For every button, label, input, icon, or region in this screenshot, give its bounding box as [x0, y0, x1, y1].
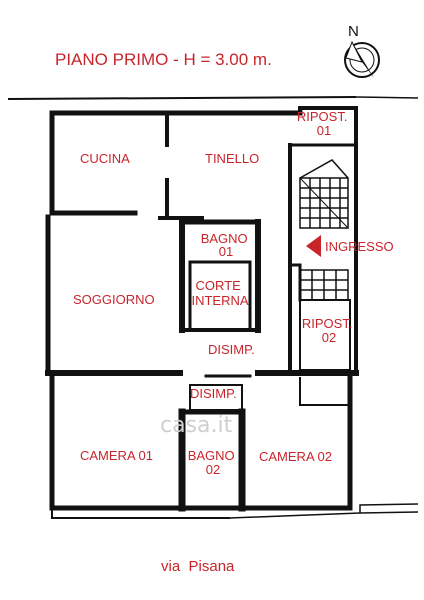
plan-title: PIANO PRIMO - H = 3.00 m.: [55, 50, 272, 69]
street-name: via Pisana: [161, 558, 235, 575]
room-label-cucina: CUCINA: [80, 151, 130, 166]
room-label-ripost-01: RIPOST. 01: [297, 109, 351, 138]
entrance-arrow-icon: [306, 235, 321, 257]
room-label-tinello: TINELLO: [205, 151, 259, 166]
watermark: casa.it: [160, 413, 233, 438]
room-label-disimp-upper: DISIMP.: [208, 342, 255, 357]
room-label-soggiorno: SOGGIORNO: [73, 292, 155, 307]
room-label-disimp-lower: DISIMP.: [190, 386, 237, 401]
north-label: N: [348, 23, 359, 40]
room-label-camera-02: CAMERA 02: [259, 449, 332, 464]
room-label-camera-01: CAMERA 01: [80, 448, 153, 463]
compass-icon: N: [344, 23, 380, 78]
staircase: [299, 159, 349, 301]
street-edge-top: [7, 96, 357, 100]
room-label-ripost-02: RIPOST. 02: [302, 316, 356, 345]
walls: [45, 106, 359, 512]
room-label-bagno-01: BAGNO 01: [201, 231, 252, 259]
room-label-ingresso: INGRESSO: [325, 239, 394, 254]
street-edge-bottom: [51, 503, 419, 519]
room-label-bagno-02: BAGNO 02: [188, 448, 239, 477]
room-label-corte-interna: CORTE INTERNA: [191, 278, 248, 308]
